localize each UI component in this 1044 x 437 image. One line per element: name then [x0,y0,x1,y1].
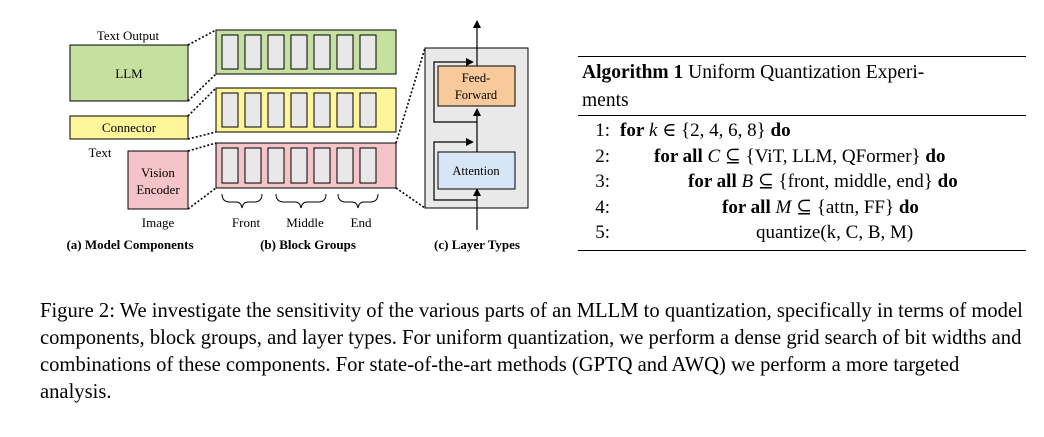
line-number: 4: [595,196,610,218]
block-cells-connector [221,92,377,128]
keyword: do [898,196,919,218]
feed-forward-label-line2: Forward [455,88,498,102]
panel-block-groups: Front Middle End (b) Block Groups [215,29,426,252]
keyword: do [925,145,946,167]
line-number: 1: [595,120,610,141]
middle-label: Middle [286,215,324,230]
panel-a-caption: (a) Model Components [66,237,193,252]
end-label: End [351,215,372,230]
algorithm-title-line1: Uniform Quantization Experi- [688,62,925,83]
panel-c-caption: (c) Layer Types [434,237,520,252]
algorithm-top-rule [578,56,1026,57]
figure-diagram: Text Output LLM Connector Text Vision En… [66,20,529,252]
vision-encoder-label-line1: Vision [141,165,175,180]
vision-encoder-box [127,150,189,210]
connector-label: Connector [102,120,157,135]
keyword: for all [722,196,771,218]
line-number: 2: [595,145,610,167]
line-number: 3: [595,171,610,192]
group-braces [221,193,379,209]
vision-encoder-label-line2: Encoder [136,182,180,197]
math-var: k [649,120,658,141]
algorithm-title: Algorithm 1 Uniform Quantization Experi-… [578,57,1026,115]
keyword: for [620,120,645,141]
llm-label: LLM [115,66,143,81]
algorithm-bottom-rule [578,249,1026,251]
connector-box [69,115,189,140]
block-cells-vision [221,147,377,184]
feed-forward-label-line1: Feed- [462,71,490,85]
block-cells-llm [221,34,377,70]
text-output-label: Text Output [97,28,160,43]
algorithm-mid-rule [578,115,1026,116]
keyword: do [937,171,958,192]
algorithm-title-line2: ments [582,90,629,111]
expression: ⊆ {front, middle, end} [753,171,938,192]
line-number: 5: [595,222,610,243]
figure-caption: Figure 2: We investigate the sensitivity… [40,300,1023,403]
llm-box [69,44,189,102]
zoom-lines-b [395,47,426,209]
feed-forward-box [437,65,516,107]
panel-model-components: Text Output LLM Connector Text Vision En… [66,28,217,252]
line-code: for k ∈ {2, 4, 6, 8} do [620,118,791,144]
math-var: B [741,171,754,192]
expression: ⊆ {attn, FF} [791,196,899,218]
keyword: for all [688,171,737,192]
panel-layer-types: Feed- Forward Attention (c) Layer Types [424,20,529,252]
algorithm-line: 4: for all M ⊆ {attn, FF} do [578,195,1026,221]
attention-box [437,151,516,190]
front-label: Front [232,215,261,230]
zoom-lines-a [187,29,217,210]
expression: ∈ {2, 4, 6, 8} [657,120,771,141]
algorithm-line: 2: for all C ⊆ {ViT, LLM, QFormer} do [578,144,1026,170]
math-var: C [707,145,721,167]
algorithm-line: 5: quantize(k, C, B, M) [578,220,1026,246]
algorithm-box: Algorithm 1 Uniform Quantization Experi-… [578,56,1026,251]
attention-label: Attention [452,164,500,178]
keyword: for all [654,145,703,167]
line-code: for all C ⊆ {ViT, LLM, QFormer} do [654,144,945,170]
text-input-label: Text [89,145,112,160]
algorithm-lines: 1: for k ∈ {2, 4, 6, 8} do 2: for all C … [578,116,1026,250]
keyword: do [770,120,791,141]
algorithm-label: Algorithm 1 [582,62,684,83]
line-code: for all M ⊆ {attn, FF} do [722,195,919,221]
image-label: Image [142,215,175,230]
panel-b-caption: (b) Block Groups [260,237,356,252]
expression: ⊆ {ViT, LLM, QFormer} [720,145,926,167]
residual-connections [433,58,477,201]
math-var: M [775,196,792,218]
algorithm-line: 1: for k ∈ {2, 4, 6, 8} do [578,118,1026,144]
algorithm-line: 3: for all B ⊆ {front, middle, end} do [578,169,1026,195]
line-code: for all B ⊆ {front, middle, end} do [688,169,958,195]
line-code: quantize(k, C, B, M) [756,222,914,243]
